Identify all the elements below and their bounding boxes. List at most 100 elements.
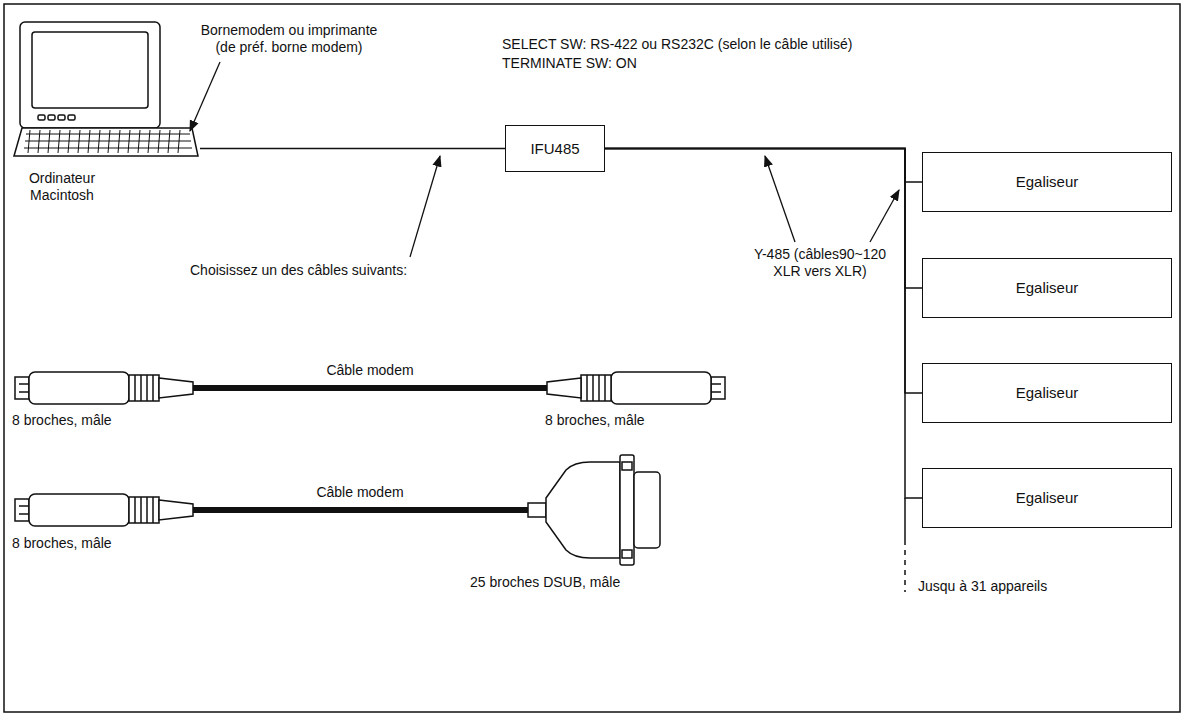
dsub-connector (528, 455, 660, 565)
bus-line (904, 498, 906, 545)
drawing-part (140, 497, 142, 523)
drawing-part (146, 497, 148, 523)
drawing-part (152, 497, 154, 523)
drawing-part (48, 115, 55, 120)
drawing-part (19, 505, 29, 507)
box-label: Egaliseur (1016, 173, 1079, 191)
keyboard-key-divider (78, 130, 80, 153)
drawing-part (611, 372, 711, 404)
port-note: Bornemodem ou imprimante (de préf. borne… (200, 22, 378, 56)
cable (190, 507, 532, 513)
drawing-part (129, 497, 159, 523)
drawing-part (711, 391, 721, 393)
cable-name: Câble modem (280, 484, 440, 501)
drawing-part (159, 500, 193, 520)
mini-din-plug (15, 372, 193, 404)
equalizer-box: Egaliseur (922, 363, 1172, 423)
drawing-part (19, 383, 29, 385)
drawing-part (58, 115, 65, 120)
drawing-part (19, 391, 29, 393)
keyboard-key-divider (68, 130, 70, 153)
mini-din-plug (15, 494, 193, 526)
cable-connector (605, 149, 922, 394)
drawing-part (24, 130, 192, 153)
cable-connector (605, 149, 922, 183)
keyboard-key-divider (58, 130, 60, 153)
cable-note: Y-485 (câbles90~120 XLR vers XLR) (742, 246, 898, 280)
drawing-part (20, 22, 160, 128)
callout-arrow (190, 62, 220, 131)
keyboard-row (26, 134, 190, 135)
drawing-part (134, 497, 136, 523)
box-label: IFU485 (530, 140, 579, 158)
drawing-part (622, 462, 632, 470)
box-label: Egaliseur (1016, 384, 1079, 402)
drawing-part (546, 462, 620, 558)
connector-note: 8 broches, mâle (12, 535, 112, 552)
drawing-part (711, 377, 725, 399)
keyboard-key-divider (148, 130, 150, 153)
callout-arrow (410, 156, 440, 257)
callout-arrow (870, 190, 899, 242)
drawing-part (586, 375, 588, 401)
drawing-part (32, 32, 148, 108)
cable-connector (605, 149, 922, 499)
equalizer-box: Egaliseur (922, 152, 1172, 212)
cable-connector (605, 149, 922, 289)
cable-connector (200, 148, 505, 150)
device-label: Ordinateur Macintosh (14, 170, 110, 204)
keyboard-key-divider (108, 130, 110, 153)
instruction-note: Choisissez un des câbles suivants: (190, 262, 407, 279)
computer-illustration (14, 22, 198, 156)
cable-name: Câble modem (290, 362, 450, 379)
drawing-part (592, 375, 594, 401)
keyboard-key-divider (28, 130, 30, 153)
drawing-part (528, 503, 546, 517)
keyboard-key-divider (48, 130, 50, 153)
frame (4, 4, 1180, 712)
drawing-part (129, 375, 159, 401)
cable-illustrations (15, 372, 725, 565)
device-count-note: Jusqu à 31 appareils (918, 578, 1047, 595)
keyboard-row (25, 141, 191, 142)
drawing-part (29, 372, 129, 404)
drawing-part (134, 375, 136, 401)
drawing-part (159, 378, 193, 398)
drawing-part (14, 128, 198, 156)
drawing-part (140, 375, 142, 401)
keyboard-key-divider (88, 130, 90, 153)
connector-note: 25 broches DSUB, mâle (470, 574, 620, 591)
drawing-part (711, 383, 721, 385)
drawing-part (620, 455, 634, 565)
drawing-part (68, 115, 75, 120)
interface-box: IFU485 (505, 125, 605, 172)
keyboard-key-divider (128, 130, 130, 153)
drawing-part (38, 115, 45, 120)
switch-setting: TERMINATE SW: ON (502, 55, 637, 72)
keyboard-key-divider (118, 130, 120, 153)
keyboard-key-divider (98, 130, 100, 153)
box-label: Egaliseur (1016, 279, 1079, 297)
keyboard-key-divider (38, 130, 40, 153)
keyboard-key-divider (168, 130, 170, 153)
cable (190, 385, 550, 391)
drawing-part (29, 494, 129, 526)
equalizer-box: Egaliseur (922, 468, 1172, 528)
equalizer-box: Egaliseur (922, 258, 1172, 318)
callout-arrow (765, 156, 795, 242)
keyboard-key-divider (158, 130, 160, 153)
drawing-part (581, 375, 611, 401)
keyboard-key-divider (178, 130, 180, 153)
connector-note: 8 broches, mâle (545, 412, 645, 429)
drawing-part (634, 472, 660, 548)
drawing-part (146, 375, 148, 401)
drawing-part (604, 375, 606, 401)
switch-setting: SELECT SW: RS-422 ou RS232C (selon le câ… (502, 36, 852, 53)
computer-node: Ordinateur Macintosh (12, 18, 200, 210)
drawing-part (152, 375, 154, 401)
box-label: Egaliseur (1016, 489, 1079, 507)
connector-note: 8 broches, mâle (12, 412, 112, 429)
drawing-part (19, 513, 29, 515)
